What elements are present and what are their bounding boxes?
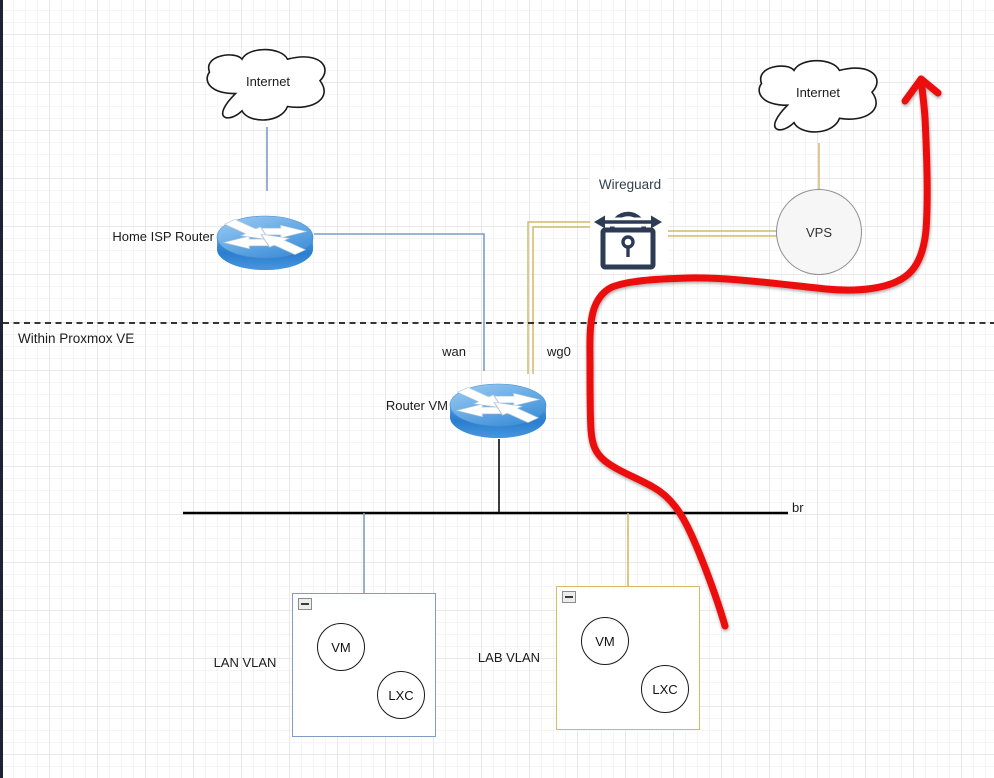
internet-left-label: Internet xyxy=(245,74,291,89)
home-isp-router-label: Home ISP Router xyxy=(112,229,214,244)
lan-vm-node[interactable]: VM xyxy=(317,623,365,671)
lan-vlan-label: LAN VLAN xyxy=(213,655,277,670)
arrow-right-head xyxy=(651,215,662,229)
lab-vm-label: VM xyxy=(595,633,615,649)
wireguard-icon[interactable] xyxy=(590,170,668,272)
within-proxmox-label[interactable]: Within Proxmox VE xyxy=(18,331,135,346)
internet-cloud-left[interactable] xyxy=(206,48,326,121)
lab-vlan-label: LAB VLAN xyxy=(477,650,541,665)
lan-vlan-box[interactable]: VM LXC xyxy=(292,593,436,737)
lan-lxc-label: LXC xyxy=(388,687,414,703)
lab-collapse-button[interactable] xyxy=(562,591,576,603)
collapse-minus-icon xyxy=(301,603,309,605)
internet-right-label: Internet xyxy=(795,85,841,100)
panel-edge-bar xyxy=(0,0,3,778)
router-vm-label: Router VM xyxy=(385,398,448,413)
lan-lxc-node[interactable]: LXC xyxy=(377,671,425,719)
wireguard-label: Wireguard xyxy=(598,177,662,192)
wan-label[interactable]: wan xyxy=(442,344,466,359)
arrow-left-head xyxy=(594,215,605,229)
lab-vm-node[interactable]: VM xyxy=(581,617,629,665)
collapse-minus-icon xyxy=(565,596,573,598)
lan-collapse-button[interactable] xyxy=(298,598,312,610)
internet-cloud-right[interactable] xyxy=(758,59,878,133)
lab-lxc-node[interactable]: LXC xyxy=(641,665,689,713)
red-arrowhead xyxy=(901,75,942,105)
lan-vm-label: VM xyxy=(331,639,351,655)
lab-lxc-label: LXC xyxy=(652,681,678,697)
router-vm-icon[interactable] xyxy=(449,383,547,438)
edge-isp-router-to-wan[interactable] xyxy=(314,233,485,371)
vps-node[interactable]: VPS xyxy=(776,189,862,275)
home-isp-router-icon[interactable] xyxy=(216,215,314,270)
vps-label: VPS xyxy=(805,224,832,240)
red-annotation-arrow[interactable] xyxy=(586,75,942,630)
wg0-label[interactable]: wg0 xyxy=(547,344,571,359)
lab-vlan-box[interactable]: VM LXC xyxy=(556,586,700,730)
bridge-label[interactable]: br xyxy=(792,500,804,515)
